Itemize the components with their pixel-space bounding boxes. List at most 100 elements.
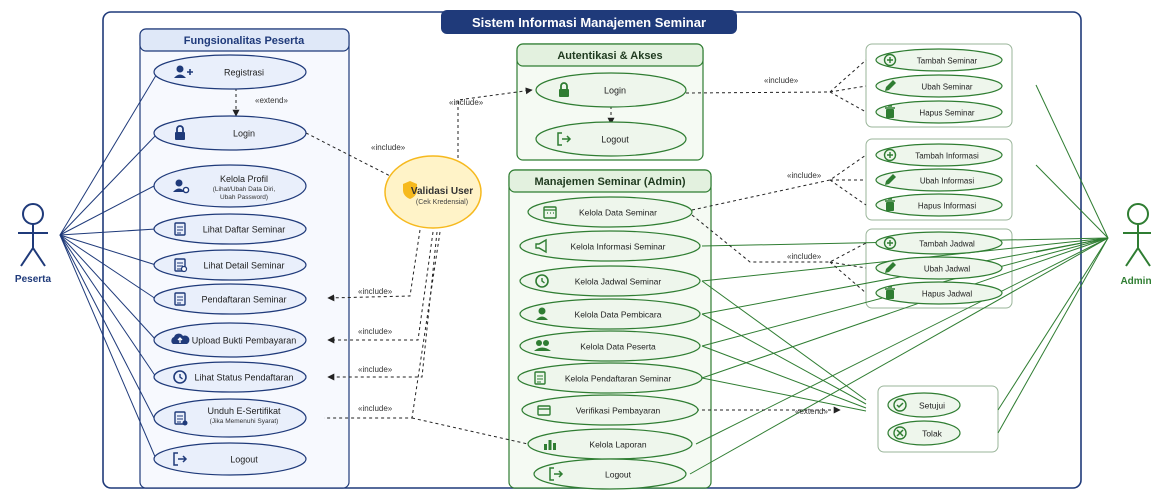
- use-case-admin-7[interactable]: Verifikasi Pembayaran: [521, 394, 699, 426]
- use-case-seminar-op-1[interactable]: Tambah Seminar: [875, 48, 1003, 72]
- lock-icon: [559, 82, 569, 97]
- use-case-admin-6-shape: [517, 362, 703, 394]
- pencil-icon: [885, 174, 896, 185]
- use-case-admin-3-shape: [519, 265, 701, 297]
- user-gear-icon: [173, 179, 190, 194]
- use-case-peserta-3[interactable]: Kelola Profil(Lihat/Ubah Data Diri,Ubah …: [153, 164, 307, 208]
- use-case-admin-9-label: Logout: [605, 470, 632, 480]
- use-case-peserta-4[interactable]: Lihat Daftar Seminar: [153, 213, 307, 245]
- use-case-peserta-7[interactable]: Upload Bukti Pembayaran: [153, 322, 307, 358]
- use-case-peserta-9-shape: [153, 398, 307, 438]
- label-include-login: «include»: [371, 143, 406, 152]
- use-case-seminar-op-3[interactable]: Hapus Seminar: [875, 100, 1003, 124]
- use-case-admin-5-shape: [519, 330, 701, 362]
- use-case-peserta-9[interactable]: Unduh E-Sertifikat(Jika Memenuhi Syarat): [153, 398, 307, 438]
- use-case-admin-7-label: Verifikasi Pembayaran: [576, 406, 661, 416]
- use-case-admin-4[interactable]: Kelola Data Pembicara: [519, 298, 701, 330]
- use-case-peserta-5-shape: [153, 249, 307, 281]
- use-case-auth-2[interactable]: Logout: [535, 121, 687, 157]
- plus-circle-icon: [883, 148, 897, 162]
- use-case-info-op-2[interactable]: Ubah Informasi: [875, 168, 1003, 192]
- use-case-admin-9-shape: [533, 458, 687, 490]
- use-case-peserta-10[interactable]: Logout: [153, 442, 307, 476]
- use-case-admin-1[interactable]: Kelola Data Seminar: [527, 196, 693, 228]
- use-case-peserta-5[interactable]: Lihat Detail Seminar: [153, 249, 307, 281]
- package-admin-header: [508, 169, 712, 193]
- use-case-info-op-3[interactable]: Hapus Informasi: [875, 193, 1003, 217]
- use-case-peserta-8[interactable]: Lihat Status Pendaftaran: [153, 361, 307, 393]
- use-case-peserta-1[interactable]: Registrasi: [153, 54, 307, 90]
- use-case-admin-9[interactable]: Logout: [533, 458, 687, 490]
- use-case-validasi-user[interactable]: Validasi User (Cek Kredensial): [384, 155, 482, 229]
- use-case-admin-7-shape: [521, 394, 699, 426]
- use-case-verif-op-2[interactable]: Tolak: [887, 420, 961, 446]
- logout-icon: [557, 132, 572, 146]
- use-case-admin-3[interactable]: Kelola Jadwal Seminar: [519, 265, 701, 297]
- actor-peserta-label: Peserta: [15, 274, 52, 285]
- use-case-jadwal-op-2-label: Ubah Jadwal: [924, 265, 970, 274]
- use-case-verif-op-1-label: Setujui: [919, 401, 945, 411]
- use-case-peserta-6-label: Pendaftaran Seminar: [201, 295, 286, 305]
- use-case-verif-op-1[interactable]: Setujui: [887, 392, 961, 418]
- use-case-verif-op-1-shape: [887, 392, 961, 418]
- use-case-auth-2-label: Logout: [601, 135, 629, 145]
- payment-icon: [537, 405, 551, 416]
- use-case-seminar-op-3-label: Hapus Seminar: [919, 109, 974, 118]
- use-case-seminar-op-2[interactable]: Ubah Seminar: [875, 74, 1003, 98]
- use-case-auth-1[interactable]: Login: [535, 72, 687, 108]
- use-case-admin-4-shape: [519, 298, 701, 330]
- use-case-peserta-2-shape: [153, 115, 307, 151]
- use-case-jadwal-op-1-shape: [875, 231, 1003, 255]
- use-case-admin-1-shape: [527, 196, 693, 228]
- use-case-jadwal-op-1-label: Tambah Jadwal: [919, 240, 975, 249]
- use-case-admin-2[interactable]: Kelola Informasi Seminar: [519, 230, 701, 262]
- clock-icon: [535, 274, 549, 288]
- use-case-admin-5-label: Kelola Data Peserta: [580, 342, 656, 352]
- label-include-seminar-ops: «include»: [764, 76, 799, 85]
- lock-icon: [175, 125, 185, 140]
- clipboard-icon: [174, 292, 186, 306]
- use-case-jadwal-op-2[interactable]: Ubah Jadwal: [875, 256, 1003, 280]
- use-case-admin-5[interactable]: Kelola Data Peserta: [519, 330, 701, 362]
- validasi-label: Validasi User: [411, 186, 473, 197]
- use-case-peserta-5-label: Lihat Detail Seminar: [203, 261, 284, 271]
- bar-chart-icon: [544, 440, 556, 450]
- use-case-info-op-1-shape: [875, 143, 1003, 167]
- use-case-peserta-9-sublabel: (Jika Memenuhi Syarat): [210, 418, 279, 425]
- use-case-peserta-1-shape: [153, 54, 307, 90]
- actor-admin[interactable]: [1123, 203, 1151, 267]
- use-case-info-op-1-label: Tambah Informasi: [915, 152, 979, 161]
- use-case-peserta-2-label: Login: [233, 129, 255, 139]
- use-case-info-op-3-label: Hapus Informasi: [918, 202, 976, 211]
- logout-icon: [173, 452, 188, 466]
- peserta-associations: [59, 71, 159, 460]
- use-case-admin-3-label: Kelola Jadwal Seminar: [575, 277, 662, 287]
- package-auth-title: Autentikasi & Akses: [557, 50, 662, 62]
- system-title-bg: [441, 10, 737, 34]
- use-case-peserta-3-label: Kelola Profil: [220, 174, 268, 184]
- plus-circle-icon: [883, 236, 897, 250]
- label-include-info-ops: «include»: [787, 171, 822, 180]
- use-case-peserta-2[interactable]: Login: [153, 115, 307, 151]
- use-case-info-op-2-shape: [875, 168, 1003, 192]
- use-case-peserta-8-label: Lihat Status Pendaftaran: [194, 373, 293, 383]
- use-case-jadwal-op-1[interactable]: Tambah Jadwal: [875, 231, 1003, 255]
- use-case-admin-8[interactable]: Kelola Laporan: [527, 428, 693, 460]
- use-case-jadwal-op-3[interactable]: Hapus Jadwal: [875, 281, 1003, 305]
- use-case-info-op-1[interactable]: Tambah Informasi: [875, 143, 1003, 167]
- use-case-admin-6[interactable]: Kelola Pendaftaran Seminar: [517, 362, 703, 394]
- use-case-peserta-1-label: Registrasi: [224, 68, 264, 78]
- use-case-peserta-6[interactable]: Pendaftaran Seminar: [153, 283, 307, 315]
- package-peserta-title: Fungsionalitas Peserta: [184, 35, 305, 47]
- pencil-icon: [885, 80, 896, 91]
- use-case-seminar-op-1-shape: [875, 48, 1003, 72]
- use-case-jadwal-op-2-shape: [875, 256, 1003, 280]
- actor-peserta[interactable]: [18, 203, 48, 267]
- use-case-peserta-6-shape: [153, 283, 307, 315]
- system-title: Sistem Informasi Manajemen Seminar: [472, 15, 706, 30]
- label-include-sertifikat: «include»: [358, 404, 393, 413]
- use-case-jadwal-op-3-label: Hapus Jadwal: [922, 290, 972, 299]
- list-icon: [174, 222, 186, 236]
- use-case-peserta-7-label: Upload Bukti Pembayaran: [192, 336, 297, 346]
